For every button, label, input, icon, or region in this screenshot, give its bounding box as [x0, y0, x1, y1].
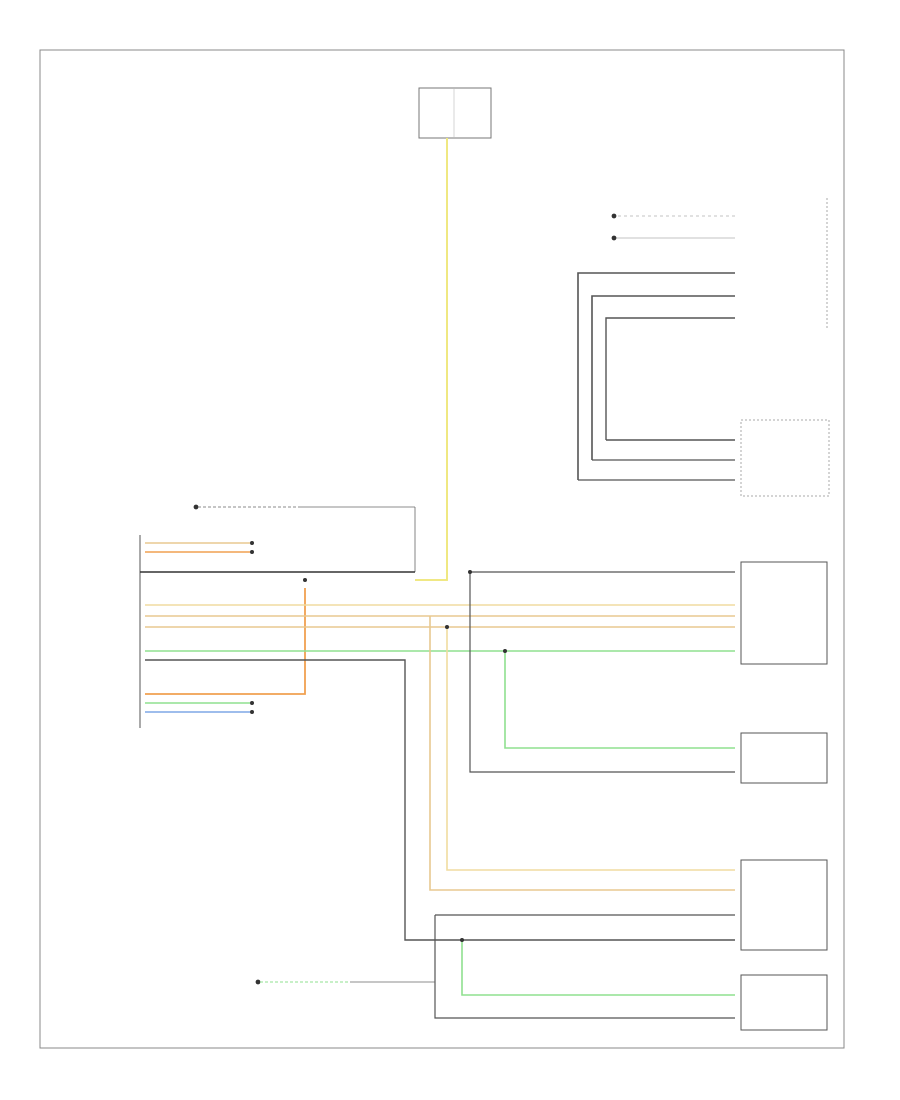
fuse-block: [418, 87, 492, 139]
right-seat-cushion: [740, 859, 828, 951]
right-seat-wiring: [434, 914, 735, 1019]
heater-seat-hvac-connector: [578, 419, 830, 497]
green-wire-left-back: [504, 651, 735, 749]
lumbar-motor-circuit: [193, 504, 416, 572]
left-seat-back: [740, 732, 828, 784]
heater-hvac-connector: [577, 198, 828, 480]
heated-seat-module: [139, 535, 415, 728]
pass-seat-switch: [255, 979, 435, 985]
orange-wire: [145, 588, 306, 695]
splice-points: [303, 570, 507, 942]
pass-seat-switch-stubs: [145, 541, 254, 554]
harness-wires: [145, 604, 735, 941]
yellow-wire-main: [415, 138, 448, 581]
right-seat-back: [740, 974, 828, 1031]
right-seat-harness: [429, 616, 735, 891]
left-seat-cushion: [740, 561, 828, 665]
diagram-border: [39, 49, 845, 1049]
left-seat-ground: [469, 572, 735, 773]
